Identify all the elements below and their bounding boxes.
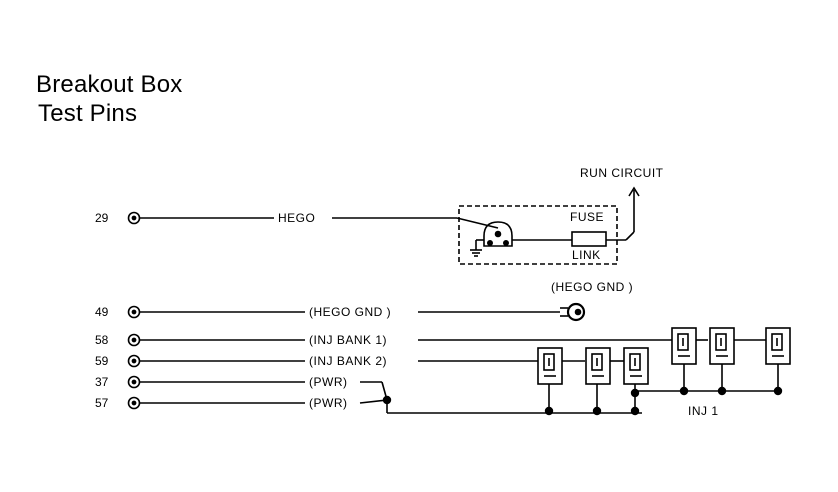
hego-ground-eyelet-icon bbox=[566, 302, 586, 322]
pin-number: 37 bbox=[95, 375, 109, 389]
link-label: LINK bbox=[572, 248, 601, 262]
wire-label: (PWR) bbox=[309, 375, 348, 389]
pin-terminal-59 bbox=[127, 354, 141, 368]
diagram-title-line2: Test Pins bbox=[38, 100, 138, 127]
hego-gnd-label: (HEGO GND ) bbox=[551, 280, 634, 294]
pin-number: 59 bbox=[95, 354, 109, 368]
pin-number: 58 bbox=[95, 333, 109, 347]
wire-label: (INJ BANK 1) bbox=[309, 333, 388, 347]
fuse-link-icon bbox=[571, 231, 607, 247]
injector-group-label: INJ 1 bbox=[688, 404, 719, 418]
pin-terminal-37 bbox=[127, 375, 141, 389]
wire-label: (INJ BANK 2) bbox=[309, 354, 388, 368]
pin-number: 57 bbox=[95, 396, 109, 410]
fuse-label: FUSE bbox=[570, 210, 605, 224]
hego-sensor-box bbox=[458, 205, 618, 265]
junction-dots bbox=[382, 386, 783, 416]
injector-bank2-c-icon bbox=[623, 347, 649, 385]
injector-bank2-a-icon bbox=[537, 347, 563, 385]
injector-bank1-c-icon bbox=[765, 327, 791, 365]
injector-bank2-b-icon bbox=[585, 347, 611, 385]
wire-label: (HEGO GND ) bbox=[309, 305, 392, 319]
pin-terminal-29 bbox=[127, 211, 141, 225]
pin-number: 49 bbox=[95, 305, 109, 319]
pin-terminal-58 bbox=[127, 333, 141, 347]
diagram-title-line1: Breakout Box bbox=[36, 71, 183, 98]
wire-label: HEGO bbox=[278, 211, 316, 225]
pin-terminal-57 bbox=[127, 396, 141, 410]
run-circuit-label: RUN CIRCUIT bbox=[580, 166, 664, 180]
injector-bank1-b-icon bbox=[709, 327, 735, 365]
hego-sensor-icon bbox=[483, 221, 513, 247]
injector-bank1-a-icon bbox=[671, 327, 697, 365]
wire-label: (PWR) bbox=[309, 396, 348, 410]
pin-number: 29 bbox=[95, 211, 109, 225]
run-circuit-arrow-icon bbox=[628, 186, 640, 197]
pin-terminal-49 bbox=[127, 305, 141, 319]
